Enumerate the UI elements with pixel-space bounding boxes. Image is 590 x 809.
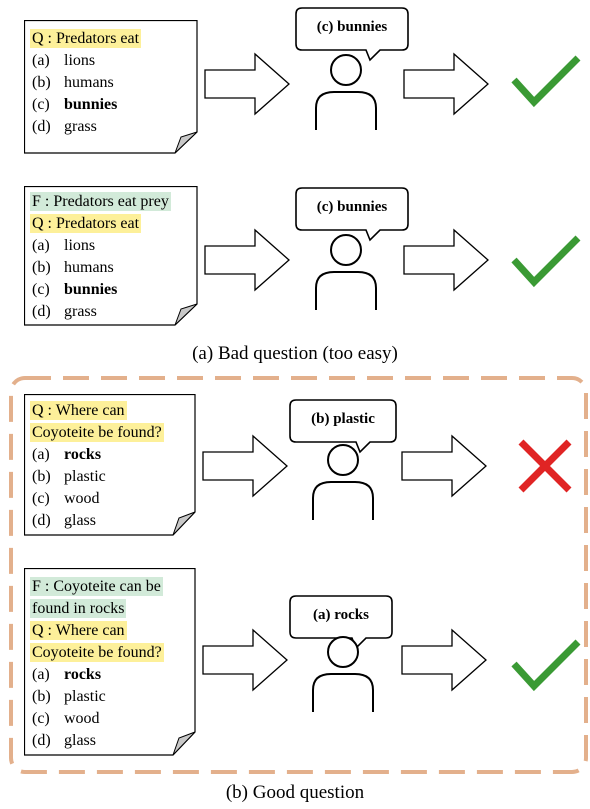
option-d: (d)glass xyxy=(32,732,96,749)
speech-bubble xyxy=(295,187,409,242)
check-icon xyxy=(514,58,578,102)
option-c: (c)bunnies xyxy=(32,96,118,113)
fact-line: found in rocks xyxy=(30,599,127,618)
person-icon xyxy=(315,234,377,311)
question-line: Q : Predators eat xyxy=(30,214,142,233)
option-b: (b)plastic xyxy=(32,688,106,705)
fact-line: F : Predators eat prey xyxy=(30,192,171,211)
answer-label: (b) plastic xyxy=(311,411,375,427)
option-c: (c)bunnies xyxy=(32,281,118,298)
arrow-right-icon xyxy=(401,435,487,497)
caption-panel-a: (a) Bad question (too easy) xyxy=(192,343,398,364)
arrow-right-icon xyxy=(202,435,288,497)
person-icon xyxy=(312,444,374,521)
question-card-a1: Q : Predators eat (a)lions (b)humans (c)… xyxy=(24,20,198,154)
answer-label: (a) rocks xyxy=(313,607,369,623)
question-line: Coyoteite be found? xyxy=(30,423,164,442)
question-card-b2: F : Coyoteite can be found in rocks Q : … xyxy=(24,568,196,756)
speech-bubble xyxy=(295,7,409,62)
option-d: (d)grass xyxy=(32,303,97,320)
question-card-a2: F : Predators eat prey Q : Predators eat… xyxy=(24,186,198,326)
paper-sheet-icon xyxy=(24,20,198,154)
option-b: (b)humans xyxy=(32,259,114,276)
speech-bubble xyxy=(289,595,393,650)
person-icon xyxy=(315,54,377,131)
question-card-b1: Q : Where can Coyoteite be found? (a)roc… xyxy=(24,394,196,536)
option-a: (a)rocks xyxy=(32,446,102,463)
arrow-right-icon xyxy=(401,629,487,691)
check-icon xyxy=(514,642,578,686)
option-c: (c)wood xyxy=(32,710,100,727)
arrow-right-icon xyxy=(403,229,489,291)
person-icon xyxy=(312,636,374,713)
cross-icon xyxy=(521,442,569,490)
check-icon xyxy=(514,238,578,282)
option-d: (d)grass xyxy=(32,118,97,135)
option-a: (a)lions xyxy=(32,237,96,254)
answer-label: (c) bunnies xyxy=(316,199,388,215)
question-line: Q : Where can xyxy=(30,621,127,640)
question-line: Q : Predators eat xyxy=(30,29,142,48)
option-b: (b)plastic xyxy=(32,468,106,485)
arrow-right-icon xyxy=(202,629,288,691)
arrow-right-icon xyxy=(204,229,290,291)
option-a: (a)lions xyxy=(32,52,96,69)
fact-line: F : Coyoteite can be xyxy=(30,577,163,596)
option-b: (b)humans xyxy=(32,74,114,91)
answer-label: (c) bunnies xyxy=(316,19,388,35)
question-line: Q : Where can xyxy=(30,401,127,420)
option-c: (c)wood xyxy=(32,490,100,507)
caption-panel-b: (b) Good question xyxy=(225,782,365,803)
question-line: Coyoteite be found? xyxy=(30,643,164,662)
arrow-right-icon xyxy=(204,53,290,115)
option-d: (d)glass xyxy=(32,512,96,529)
arrow-right-icon xyxy=(403,53,489,115)
speech-bubble xyxy=(289,399,397,454)
option-a: (a)rocks xyxy=(32,666,102,683)
